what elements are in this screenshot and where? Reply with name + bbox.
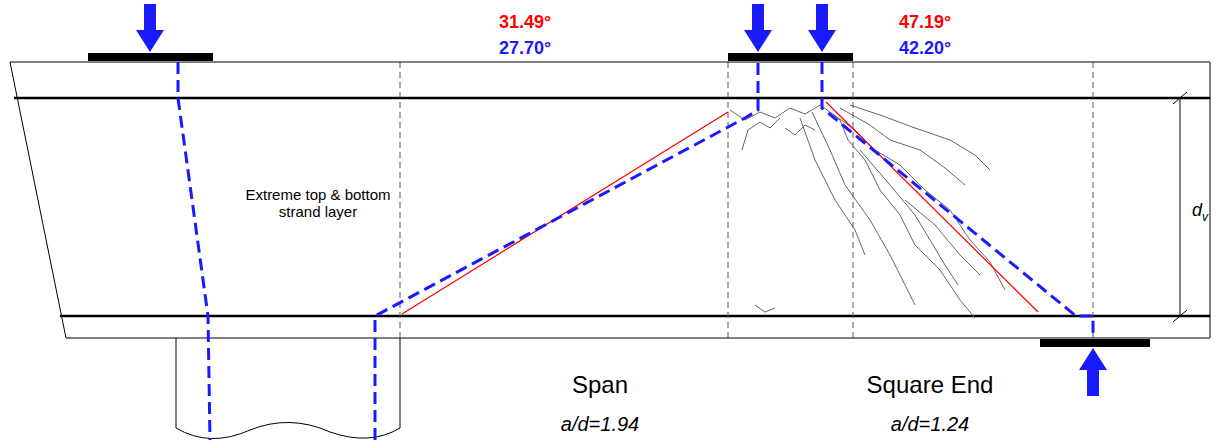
ratio-label: a/d=1.94 — [561, 413, 639, 436]
top-strand — [14, 97, 1210, 100]
beam-outline — [10, 62, 1210, 338]
angle-label: 31.49° — [499, 12, 551, 33]
strut-and-tie-model — [178, 62, 1093, 440]
angle-label: 27.70° — [499, 38, 551, 59]
dimension-label: d — [1192, 200, 1202, 221]
dv-dimension — [1173, 92, 1187, 322]
strand-note: Extreme top & bottom strand layer — [239, 185, 398, 222]
bearing-plates — [88, 53, 1150, 347]
section-lines — [400, 62, 1093, 338]
ratio-label: a/d=1.24 — [891, 413, 969, 436]
cracks — [730, 104, 1005, 318]
load-arrows — [136, 4, 1107, 396]
angle-label: 47.19° — [899, 12, 951, 33]
dimension-subscript: v — [1202, 211, 1208, 225]
angle-label: 42.20° — [899, 38, 951, 59]
region-label: Square End — [867, 371, 994, 399]
bottom-strand — [60, 315, 1210, 318]
region-label: Span — [572, 371, 628, 399]
